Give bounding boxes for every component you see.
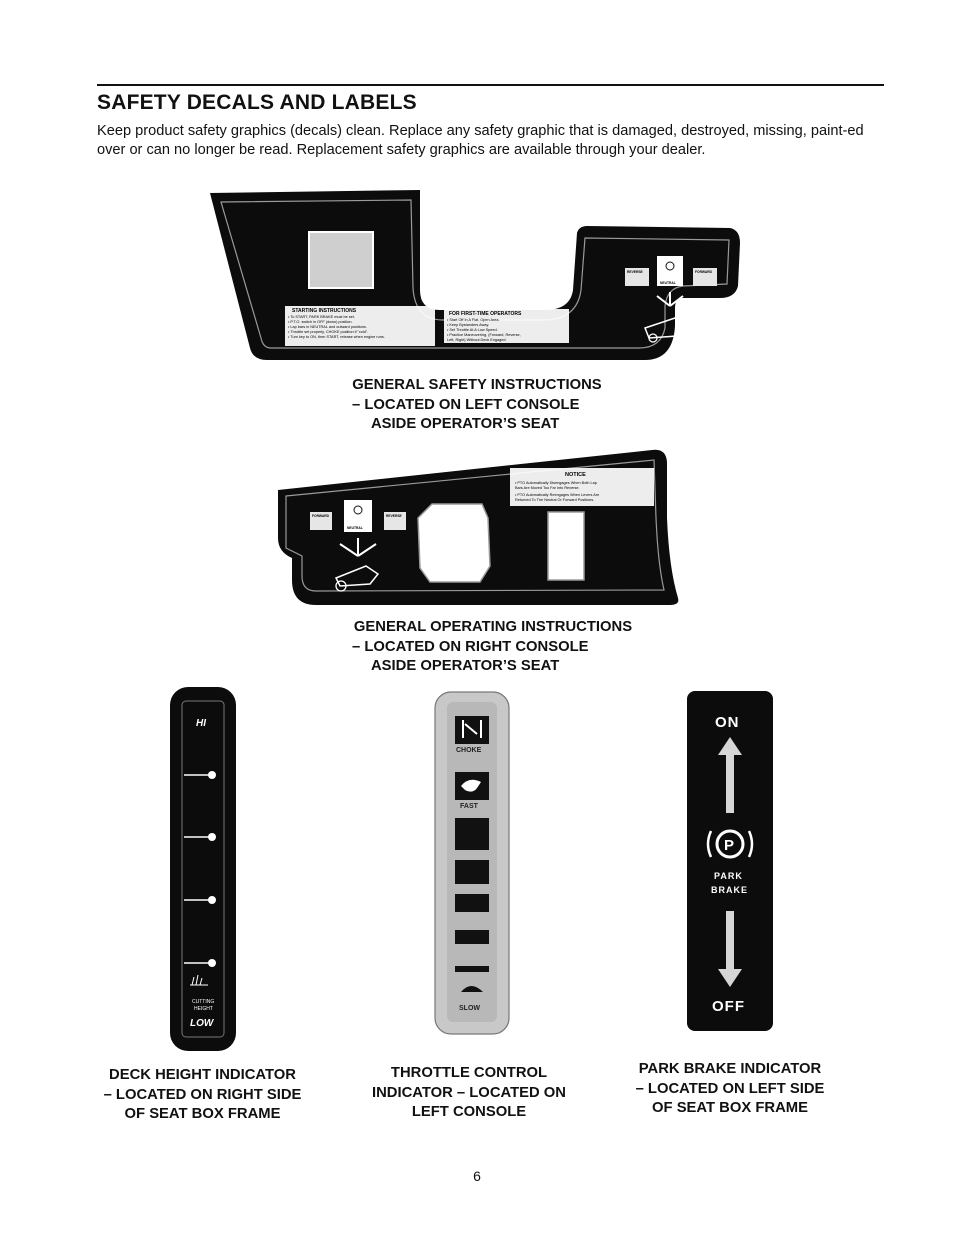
caption-line: – LOCATED ON RIGHT CONSOLE — [352, 638, 589, 655]
reverse-icon — [384, 512, 406, 530]
caption-line: ASIDE OPERATOR’S SEAT — [371, 658, 560, 674]
neutral-icon — [344, 500, 372, 532]
caption-line: GENERAL SAFETY INSTRUCTIONS — [352, 377, 602, 393]
deck-height-decal: HI CUTTING HEIGHT LOW — [170, 687, 236, 1051]
fast-label: FAST — [460, 803, 479, 810]
starting-line: • Lap bars in NEUTRAL and outward positi… — [288, 325, 367, 329]
park-circle-icon — [715, 829, 745, 859]
direction-arrows-icon — [656, 292, 684, 307]
arrow-down-icon — [718, 911, 742, 987]
park-label: PARK — [714, 871, 743, 881]
right-console-slot — [547, 511, 585, 581]
caption-line: INDICATOR – LOCATED ON — [371, 1084, 566, 1101]
caption-line: OF SEAT BOX FRAME — [124, 1106, 281, 1122]
caption-line: DECK HEIGHT INDICATOR — [109, 1067, 296, 1083]
first-time-line: • Practice Maneuvering, (Forward, Revers… — [447, 333, 521, 337]
header-rule — [97, 84, 884, 86]
throttle-step — [455, 894, 489, 912]
notice-line: • PTO Automatically Disengages When Both… — [515, 481, 597, 485]
throttle-decal: CHOKE FAST SLOW — [434, 691, 510, 1035]
neutral-icon — [657, 256, 683, 286]
caption-general-operating: GENERAL OPERATING INSTRUCTIONS – LOCATED… — [318, 618, 668, 677]
grass-icon — [190, 974, 208, 986]
caption-line: PARK BRAKE INDICATOR — [638, 1061, 822, 1077]
height-notch — [208, 833, 216, 841]
notice-panel — [510, 468, 654, 506]
first-time-line: • Keep Bystanders Away. — [447, 323, 489, 327]
first-time-line: • Start Off In A Flat, Open Area. — [447, 318, 500, 322]
caption-line: OF SEAT BOX FRAME — [652, 1100, 808, 1116]
first-time-line: Left, Right) Without Deck Engaged. — [447, 338, 507, 342]
first-time-title: FOR FIRST-TIME OPERATORS — [449, 311, 522, 317]
throttle-step — [455, 860, 489, 884]
caption-line: LEFT CONSOLE — [411, 1104, 527, 1120]
notice-line: • PTO Automatically Reengages When Lever… — [515, 493, 599, 497]
caption-line: – LOCATED ON RIGHT SIDE — [103, 1086, 302, 1103]
park-brake-decal: ON P PARK BRAKE OFF — [687, 691, 773, 1031]
deck-low-label: LOW — [190, 1018, 215, 1029]
deck-hi-label: HI — [196, 718, 206, 729]
height-notch — [208, 959, 216, 967]
direction-arrows-icon — [339, 538, 377, 557]
throttle-step — [455, 966, 489, 972]
left-console-window — [308, 231, 374, 289]
console-cutout — [417, 503, 491, 583]
park-on-label: ON — [715, 714, 740, 731]
starting-instructions-panel — [285, 306, 435, 346]
park-off-label: OFF — [712, 998, 745, 1015]
caption-line: – LOCATED ON LEFT CONSOLE — [352, 396, 580, 413]
height-notch — [208, 896, 216, 904]
page-title: SAFETY DECALS AND LABELS — [97, 91, 417, 114]
page-number: 6 — [473, 1168, 481, 1184]
mower-icon — [644, 317, 684, 339]
park-p-label: P — [724, 837, 734, 854]
throttle-step — [455, 818, 489, 850]
neutral-label: NEUTRAL — [347, 526, 363, 530]
first-time-operators-panel — [444, 309, 569, 343]
forward-icon — [310, 512, 332, 530]
cutting-label: CUTTING — [192, 999, 214, 1005]
notice-line: Bars Are Moved Too Far Into Reverse. — [515, 486, 580, 490]
height-notch — [208, 771, 216, 779]
height-label: HEIGHT — [194, 1006, 213, 1012]
throttle-step — [455, 930, 489, 944]
slow-label: SLOW — [459, 1005, 480, 1012]
caption-park-brake: PARK BRAKE INDICATOR – LOCATED ON LEFT S… — [620, 1060, 840, 1119]
reverse-label: REVERSE — [627, 270, 644, 274]
right-console-decal: NOTICE • PTO Automatically Disengages Wh… — [278, 449, 679, 605]
caption-line: GENERAL OPERATING INSTRUCTIONS — [353, 619, 633, 635]
neutral-label: NEUTRAL — [660, 281, 676, 285]
reverse-icon — [625, 268, 649, 286]
forward-icon — [693, 268, 717, 286]
caption-general-safety: GENERAL SAFETY INSTRUCTIONS – LOCATED ON… — [318, 376, 636, 435]
starting-line: • P.T.O. switch in OFF (down) position. — [288, 320, 353, 324]
left-console-decal: STARTING INSTRUCTIONS • To START, PARK B… — [210, 190, 740, 360]
caption-line: – LOCATED ON LEFT SIDE — [635, 1080, 825, 1097]
first-time-line: • Set Throttle At A Low Speed. — [447, 328, 498, 332]
reverse-label: REVERSE — [386, 514, 403, 518]
notice-line: Returned To The Neutral Or Forward Posit… — [515, 498, 594, 502]
starting-line: • Throttle set properly, CHOKE position … — [288, 330, 368, 334]
caption-line: ASIDE OPERATOR’S SEAT — [371, 416, 560, 432]
starting-line: • Turn key to ON, then START, release wh… — [288, 335, 385, 339]
starting-instructions-title: STARTING INSTRUCTIONS — [292, 308, 357, 314]
mower-icon — [334, 565, 380, 587]
slow-icon — [461, 986, 483, 992]
starting-line: • To START, PARK BRAKE must be set. — [288, 315, 355, 319]
notice-title: NOTICE — [565, 472, 586, 478]
intro-paragraph: Keep product safety graphics (decals) cl… — [97, 123, 864, 158]
caption-line: THROTTLE CONTROL — [390, 1065, 548, 1081]
forward-label: FORWARD — [312, 514, 330, 518]
brake-label: BRAKE — [711, 885, 748, 895]
arrow-up-icon — [718, 737, 742, 813]
choke-label: CHOKE — [456, 747, 482, 754]
caption-deck-height: DECK HEIGHT INDICATOR – LOCATED ON RIGHT… — [90, 1066, 315, 1125]
forward-label: FORWARD — [695, 270, 713, 274]
caption-throttle: THROTTLE CONTROL INDICATOR – LOCATED ON … — [358, 1064, 580, 1123]
